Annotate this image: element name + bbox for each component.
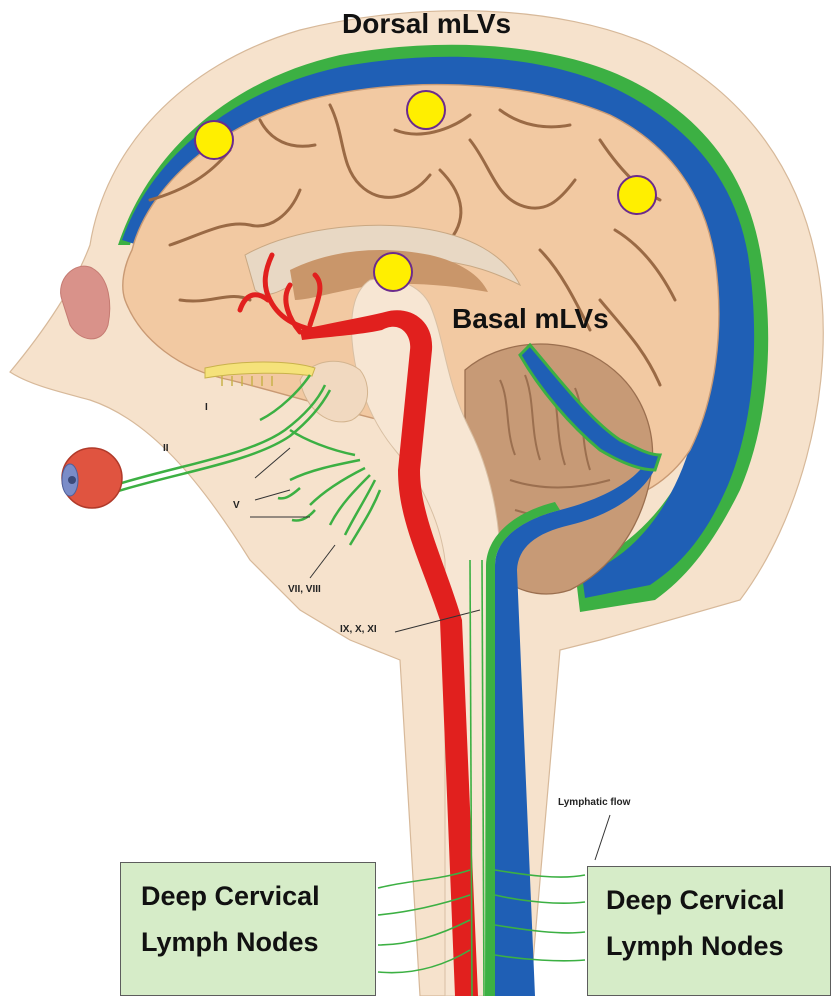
nerve-VII-VIII-label: VII, VIII xyxy=(288,584,321,595)
left-node-line2: Lymph Nodes xyxy=(141,927,375,958)
marker-occipital xyxy=(618,176,656,214)
dorsal-mlvs-label: Dorsal mLVs xyxy=(342,8,511,40)
marker-frontal xyxy=(195,121,233,159)
eye xyxy=(62,448,122,508)
lymphatic-flow-label: Lymphatic flow xyxy=(558,797,630,808)
marker-parietal xyxy=(407,91,445,129)
nerve-II-label: II xyxy=(163,443,169,454)
marker-basal xyxy=(374,253,412,291)
right-node-line1: Deep Cervical xyxy=(606,885,830,916)
nerve-IX-X-XI-label: IX, X, XI xyxy=(340,624,377,635)
nerve-V-label: V xyxy=(233,500,240,511)
left-node-line1: Deep Cervical xyxy=(141,881,375,912)
right-node-line2: Lymph Nodes xyxy=(606,931,830,962)
right-lymph-node-box: Deep Cervical Lymph Nodes xyxy=(587,866,831,996)
left-lymph-node-box: Deep Cervical Lymph Nodes xyxy=(120,862,376,996)
nerve-I-label: I xyxy=(205,402,208,413)
basal-mlvs-label: Basal mLVs xyxy=(452,303,609,335)
